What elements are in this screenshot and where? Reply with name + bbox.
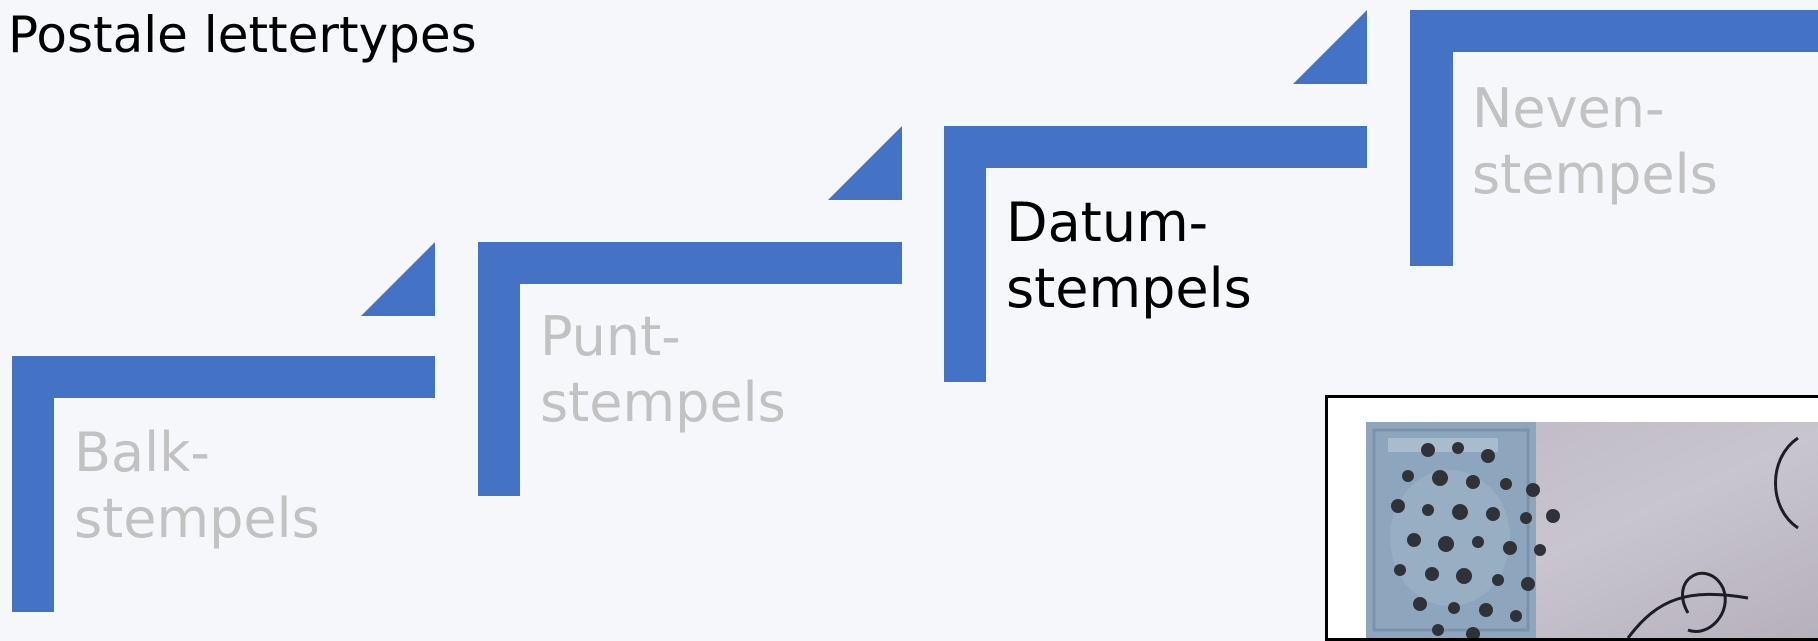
step-4-line2: stempels [1472, 143, 1718, 206]
step-2-arrow-tip [828, 126, 902, 200]
step-1-label: Balk- stempels [74, 420, 320, 552]
step-3-arrow-tip [1293, 10, 1367, 84]
step-1-line1: Balk- [74, 421, 210, 484]
step-2-bracket [478, 126, 902, 496]
step-1-bracket [12, 242, 435, 612]
step-1-arrow-tip [361, 242, 435, 316]
dot-cancel-icon [1391, 442, 1560, 638]
step-3-bracket [944, 10, 1367, 382]
step-4-label: Neven- stempels [1472, 76, 1718, 208]
step-3-label: Datum- stempels [1006, 190, 1252, 322]
step-2-label: Punt- stempels [540, 304, 786, 436]
step-3-line1: Datum- [1006, 191, 1209, 254]
stamp-icon [1366, 422, 1536, 638]
step-2-line2: stempels [540, 371, 786, 434]
step-4-bracket [1410, 10, 1818, 266]
step-2-line1: Punt- [540, 305, 681, 368]
slide-title: Postale lettertypes [8, 6, 477, 64]
step-1-line2: stempels [74, 487, 320, 550]
postmarked-envelope-photo [1325, 395, 1818, 641]
step-3-line2: stempels [1006, 257, 1252, 320]
step-4-line1: Neven- [1472, 77, 1665, 140]
staircase-graphic [12, 10, 1818, 612]
